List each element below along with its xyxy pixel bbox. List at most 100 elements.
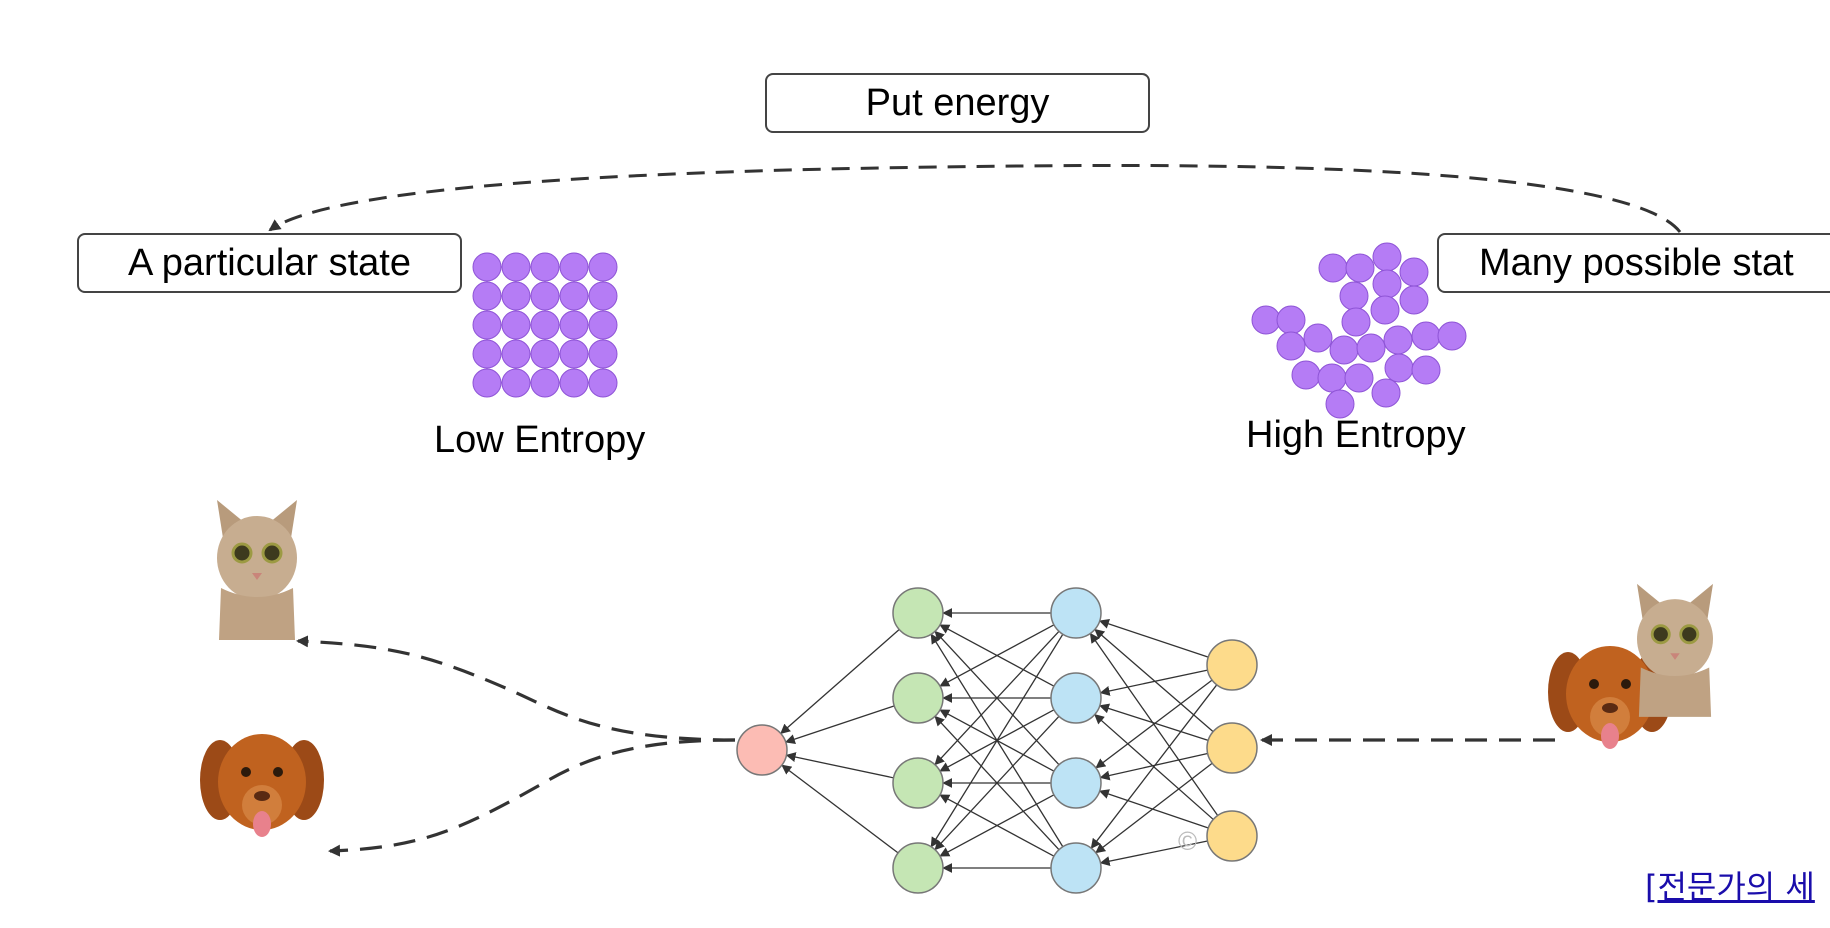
particle	[501, 252, 531, 282]
cat-arrow	[296, 635, 736, 742]
cat-eye	[261, 542, 283, 564]
output-node	[736, 724, 788, 776]
particular-state-label: A particular state	[127, 241, 412, 284]
particle	[501, 368, 531, 398]
cat-body	[219, 588, 295, 640]
dog-eye	[1589, 679, 1599, 689]
particle	[1372, 269, 1402, 299]
energy-arc	[268, 163, 1682, 233]
particle	[1329, 335, 1359, 365]
particle	[1383, 325, 1413, 355]
put-energy-box: Put energy	[765, 73, 1150, 133]
copyright-watermark: ©	[1178, 826, 1197, 856]
connection	[785, 752, 894, 779]
particle	[1384, 353, 1414, 383]
connection	[1089, 632, 1219, 816]
dog-arrow	[328, 738, 736, 857]
network-nodes	[736, 587, 1258, 894]
low-entropy-particles	[472, 252, 618, 398]
particle	[472, 252, 502, 282]
input-node	[1206, 810, 1258, 862]
connection	[1094, 714, 1214, 820]
connection	[784, 705, 895, 744]
connection	[781, 764, 899, 854]
particle	[1303, 323, 1333, 353]
cat-nose	[252, 573, 262, 580]
high-entropy-label: High Entropy	[1246, 414, 1466, 456]
particle	[559, 368, 589, 398]
particle	[501, 310, 531, 340]
connection	[1095, 762, 1213, 854]
particular-state-box: A particular state	[77, 233, 462, 293]
dog-icon	[200, 734, 324, 837]
particle	[1317, 363, 1347, 393]
connection	[934, 630, 1060, 766]
hidden-node	[1050, 842, 1102, 894]
particle	[1411, 355, 1441, 385]
cat-eye	[1650, 624, 1671, 645]
cat-icon	[1637, 583, 1713, 717]
dog-nose	[254, 791, 270, 801]
many-states-box: Many possible stat	[1437, 233, 1830, 293]
particle	[530, 310, 560, 340]
put-energy-label: Put energy	[865, 81, 1050, 124]
expert-article-link[interactable]: [전문가의 세	[1645, 868, 1815, 906]
dog-eye	[241, 767, 251, 777]
particle	[501, 339, 531, 369]
high-entropy-particles	[1251, 242, 1467, 419]
hidden-node	[892, 842, 944, 894]
connection	[934, 715, 1060, 851]
particle	[1411, 321, 1441, 351]
particle	[1370, 295, 1400, 325]
particle	[472, 281, 502, 311]
connection	[1098, 789, 1209, 829]
connection	[1094, 628, 1214, 733]
particle	[1344, 363, 1374, 393]
particle	[1318, 253, 1348, 283]
particle	[1399, 285, 1429, 315]
hidden-node	[1050, 587, 1102, 639]
particle	[1399, 257, 1429, 287]
dog-nose	[1602, 703, 1618, 713]
particle	[530, 339, 560, 369]
particle	[1341, 307, 1371, 337]
particle	[1345, 253, 1375, 283]
cat-body	[1638, 667, 1712, 717]
particle	[1371, 378, 1401, 408]
particle	[1339, 281, 1369, 311]
particle	[1325, 389, 1355, 419]
particle	[1276, 305, 1306, 335]
cat-icon	[217, 500, 297, 640]
particle	[1251, 305, 1281, 335]
dog-muzzle	[1590, 697, 1630, 737]
connection	[1099, 752, 1208, 781]
cat-eye	[231, 542, 253, 564]
dog-head	[1566, 646, 1654, 742]
particle	[1372, 242, 1402, 272]
particle	[1437, 321, 1467, 351]
particle	[530, 368, 560, 398]
dog-eye	[1621, 679, 1631, 689]
particle	[588, 310, 618, 340]
particle	[1276, 331, 1306, 361]
particle	[501, 281, 531, 311]
particle	[472, 310, 502, 340]
connection	[1099, 669, 1208, 696]
many-states-label: Many possible stat	[1479, 241, 1794, 284]
hidden-node	[892, 672, 944, 724]
connection	[1099, 840, 1208, 867]
particle	[530, 252, 560, 282]
cat-ear	[1637, 583, 1664, 620]
input-node	[1206, 639, 1258, 691]
input-node	[1206, 722, 1258, 774]
particle	[1356, 333, 1386, 363]
hidden-node	[1050, 757, 1102, 809]
cat-head	[217, 516, 297, 600]
particle	[472, 368, 502, 398]
hidden-node	[892, 757, 944, 809]
connection	[939, 794, 1055, 857]
particle	[588, 339, 618, 369]
dog-tongue	[1601, 723, 1619, 749]
particle	[588, 281, 618, 311]
